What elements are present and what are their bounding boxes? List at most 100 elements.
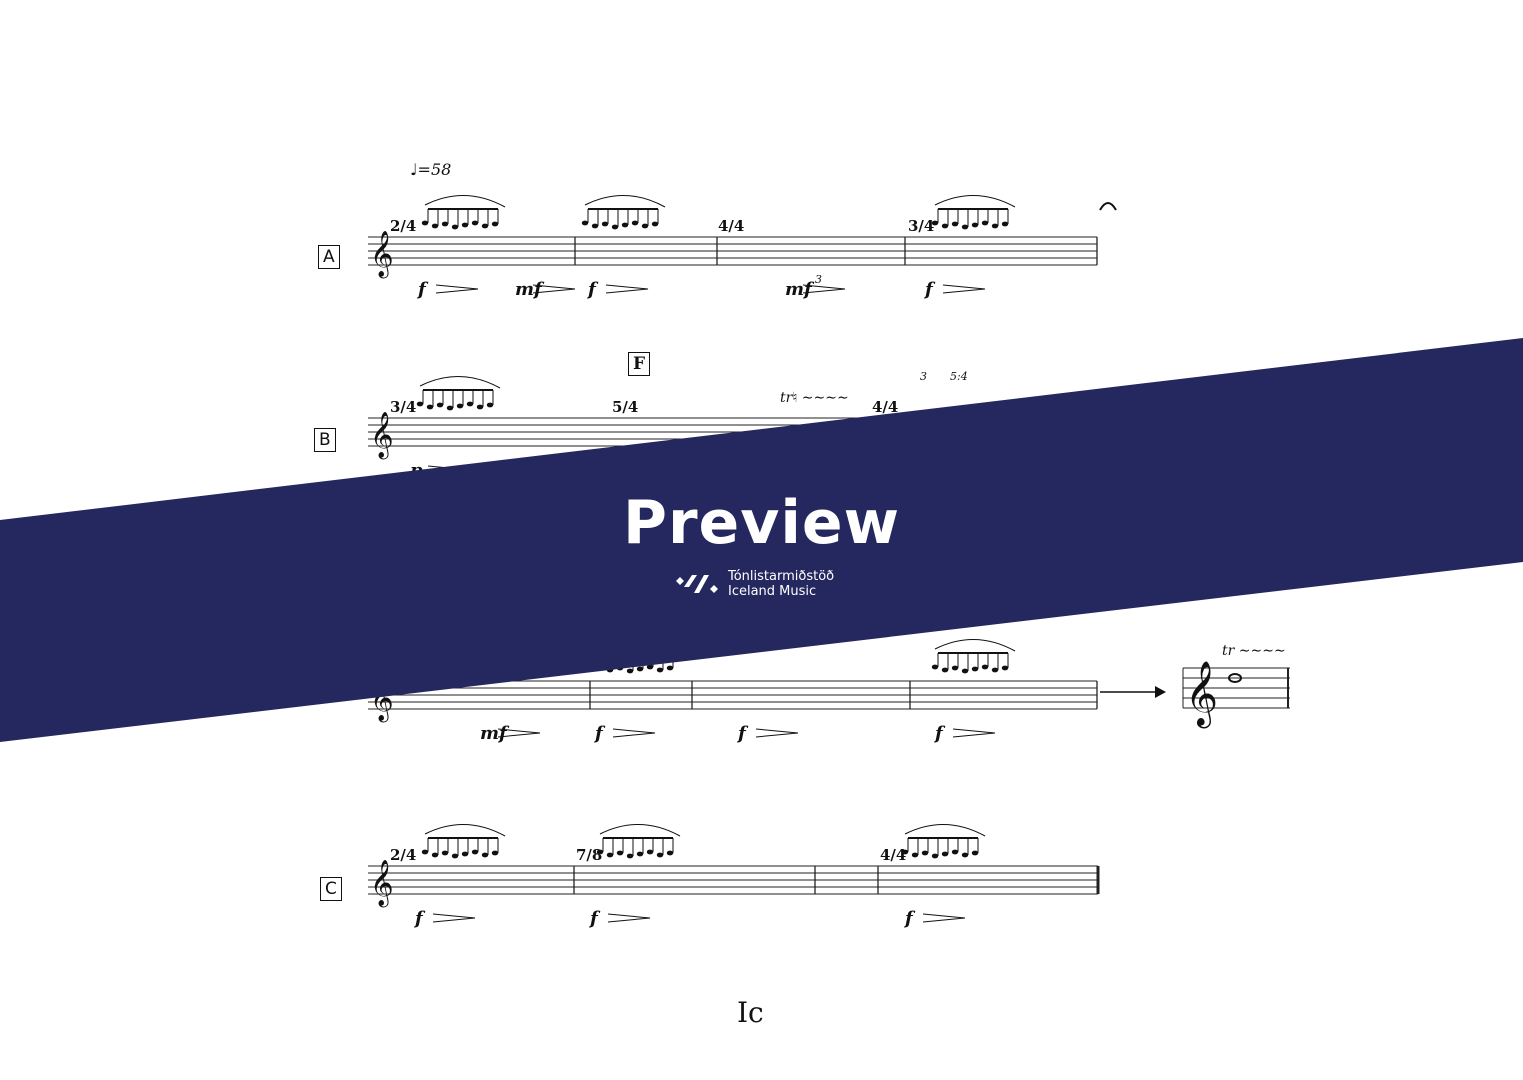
note-head [601, 221, 609, 227]
note-head [991, 223, 999, 229]
preview-title: Preview [622, 488, 901, 558]
trill-ornament: tr ∼∼∼∼ [1222, 643, 1286, 659]
note-head [636, 851, 644, 857]
note-head [646, 664, 654, 670]
hairpin [532, 284, 576, 294]
note-head [931, 220, 939, 226]
time-signature: 3/4 [908, 217, 934, 235]
dynamic-marking: f [903, 908, 916, 929]
dynamic-marking: mf [515, 279, 545, 300]
note-head [491, 850, 499, 856]
slur [424, 195, 506, 208]
time-signature: 2/4 [390, 846, 416, 864]
note-head [981, 220, 989, 226]
treble-clef-icon: 𝄞 [370, 412, 394, 460]
note-head [416, 401, 424, 407]
dynamic-marking: f [588, 908, 601, 929]
note-head [441, 850, 449, 856]
dynamic-marking: f [413, 908, 426, 929]
note-head [971, 850, 979, 856]
note-head [656, 667, 664, 673]
hairpin [607, 913, 651, 923]
note-head [606, 667, 614, 673]
note-head [471, 849, 479, 855]
logo-line-2: Iceland Music [728, 584, 817, 599]
treble-clef-icon: 𝄞 [370, 231, 394, 279]
note-head [1001, 665, 1009, 671]
note-head [626, 668, 634, 674]
tuplet-number: 3 [815, 273, 822, 286]
slur [904, 824, 986, 837]
hairpin [605, 284, 649, 294]
note-head [476, 404, 484, 410]
hairpin [942, 284, 986, 294]
note-head [931, 664, 939, 670]
note-head [951, 221, 959, 227]
note-head [431, 852, 439, 858]
dynamic-marking: f [416, 279, 429, 300]
note-head [626, 853, 634, 859]
note-head [451, 224, 459, 230]
rehearsal-mark-a: A [318, 245, 340, 269]
note-head [961, 224, 969, 230]
treble-clef-icon: 𝄞 [370, 860, 394, 908]
dynamic-marking: mf [480, 723, 510, 744]
note-head [591, 223, 599, 229]
note-head [641, 223, 649, 229]
treble-clef-icon: 𝄞 [1185, 661, 1218, 728]
note-head [596, 849, 604, 855]
rehearsal-mark-b: B [314, 428, 336, 452]
note-head [656, 852, 664, 858]
time-signature: 7/8 [576, 846, 602, 864]
note-head [666, 850, 674, 856]
slur [599, 824, 681, 837]
tuplet-number: 5:4 [950, 370, 968, 383]
note-head [666, 665, 674, 671]
note-head [421, 849, 429, 855]
note-head [931, 853, 939, 859]
dynamic-marking: mf [785, 279, 815, 300]
note-head [941, 851, 949, 857]
arrow-head-icon [1155, 686, 1166, 698]
slur [584, 195, 666, 208]
note-head [491, 221, 499, 227]
hairpin [952, 728, 996, 738]
note-head [941, 667, 949, 673]
slur [424, 824, 506, 837]
time-signature: 4/4 [880, 846, 906, 864]
trill-ornament: tr♮ ∼∼∼∼ [780, 390, 849, 406]
tuplet-number: 3 [920, 370, 927, 383]
note-head [646, 849, 654, 855]
note-head [606, 852, 614, 858]
note-head [951, 665, 959, 671]
note-head [441, 221, 449, 227]
hairpin [435, 284, 479, 294]
note-head [636, 666, 644, 672]
note-head [991, 667, 999, 673]
note-head [481, 852, 489, 858]
rehearsal-mark-c: C [320, 877, 342, 901]
note-head [901, 849, 909, 855]
slur [934, 195, 1016, 208]
note-head [471, 220, 479, 226]
slur [599, 639, 681, 652]
hairpin [432, 913, 476, 923]
dynamic-marking: f [933, 723, 946, 744]
time-signature: 5/4 [612, 398, 638, 416]
note-head [456, 403, 464, 409]
logo-line-1: Tónlistarmiðstöð [728, 569, 835, 584]
note-head [581, 220, 589, 226]
rehearsal-mark-f: F [628, 352, 651, 376]
time-signature: 2/4 [390, 217, 416, 235]
hairpin [755, 728, 799, 738]
dynamic-marking: f [736, 723, 749, 744]
hairpin [612, 728, 656, 738]
slur [934, 639, 1016, 652]
note-head [451, 853, 459, 859]
dynamic-marking: f [923, 279, 936, 300]
hairpin [802, 284, 846, 294]
note-head [971, 666, 979, 672]
note-head [621, 222, 629, 228]
note-head [921, 850, 929, 856]
note-head [431, 223, 439, 229]
